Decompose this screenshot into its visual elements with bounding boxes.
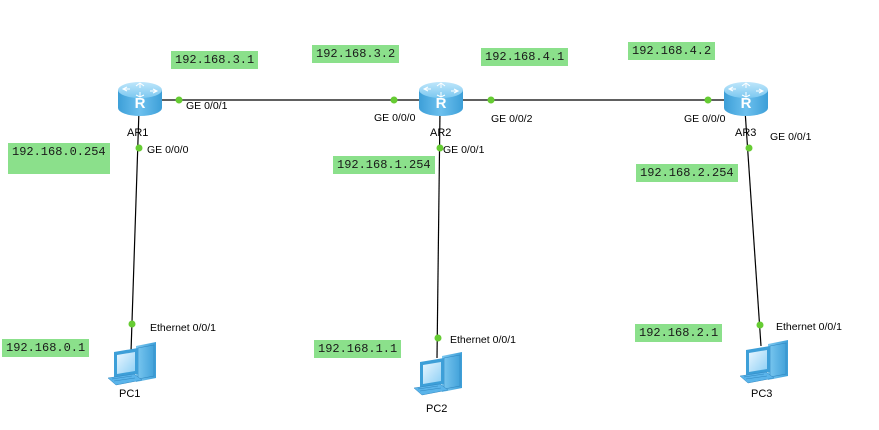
port-label-pc2-eth: Ethernet 0/0/1 [450, 334, 516, 346]
router-icon [723, 81, 769, 117]
port-dots [128, 96, 764, 342]
ip-label-ar2-ge001: 192.168.1.254 [333, 156, 435, 174]
port-label-ar2-ge002: GE 0/0/2 [491, 113, 533, 125]
pc-pc2[interactable] [413, 351, 463, 396]
pc-pc1[interactable] [107, 341, 157, 386]
ip-label-ar2-ge002: 192.168.4.1 [481, 48, 569, 66]
ip-label-pc2: 192.168.1.1 [314, 340, 402, 358]
router-ar2[interactable] [418, 81, 464, 117]
ip-label-ar3-ge001: 192.168.2.254 [636, 164, 738, 182]
pc-icon [107, 341, 157, 386]
router-ar1[interactable] [117, 81, 163, 117]
port-label-ar1-ge000: GE 0/0/0 [147, 144, 189, 156]
pc-pc3[interactable] [739, 339, 789, 384]
port-label-ar3-ge000: GE 0/0/0 [684, 113, 726, 125]
ip-label-pc1: 192.168.0.1 [2, 339, 90, 357]
router-label-ar3: AR3 [735, 127, 757, 139]
port-label-ar3-ge001: GE 0/0/1 [770, 131, 812, 143]
port-dot-pc3-eth [756, 321, 764, 329]
port-dot-pc1-eth [128, 320, 136, 328]
port-dot-ar2-ge002 [487, 96, 495, 104]
port-dot-ar1-ge000 [135, 144, 143, 152]
ip-label-pc3: 192.168.2.1 [635, 324, 723, 342]
port-label-ar1-ge001: GE 0/0/1 [186, 100, 228, 112]
router-ar3[interactable] [723, 81, 769, 117]
ip-label-ar3-ge000: 192.168.4.2 [628, 42, 716, 60]
router-icon [117, 81, 163, 117]
pc-label-pc3: PC3 [751, 388, 773, 400]
port-label-ar2-ge001: GE 0/0/1 [443, 144, 485, 156]
pc-label-pc1: PC1 [119, 388, 141, 400]
port-label-ar2-ge000: GE 0/0/0 [374, 112, 416, 124]
port-dot-ar2-ge001 [436, 144, 444, 152]
port-label-pc1-eth: Ethernet 0/0/1 [150, 322, 216, 334]
port-dot-ar3-ge001 [745, 144, 753, 152]
ip-label-ar2-ge000: 192.168.3.2 [312, 45, 400, 63]
pc-label-pc2: PC2 [426, 403, 448, 415]
port-dot-ar1-ge001 [175, 96, 183, 104]
ip-label-ar1-ge001: 192.168.3.1 [171, 51, 259, 69]
port-dot-ar3-ge000 [704, 96, 712, 104]
port-dot-ar2-ge000 [390, 96, 398, 104]
router-label-ar2: AR2 [430, 127, 452, 139]
pc-icon [739, 339, 789, 384]
port-dot-pc2-eth [434, 334, 442, 342]
ip-label-ar1-ge000: 192.168.0.254 [8, 143, 110, 174]
pc-icon [413, 351, 463, 396]
port-label-pc3-eth: Ethernet 0/0/1 [776, 321, 842, 333]
router-icon [418, 81, 464, 117]
router-label-ar1: AR1 [127, 127, 149, 139]
